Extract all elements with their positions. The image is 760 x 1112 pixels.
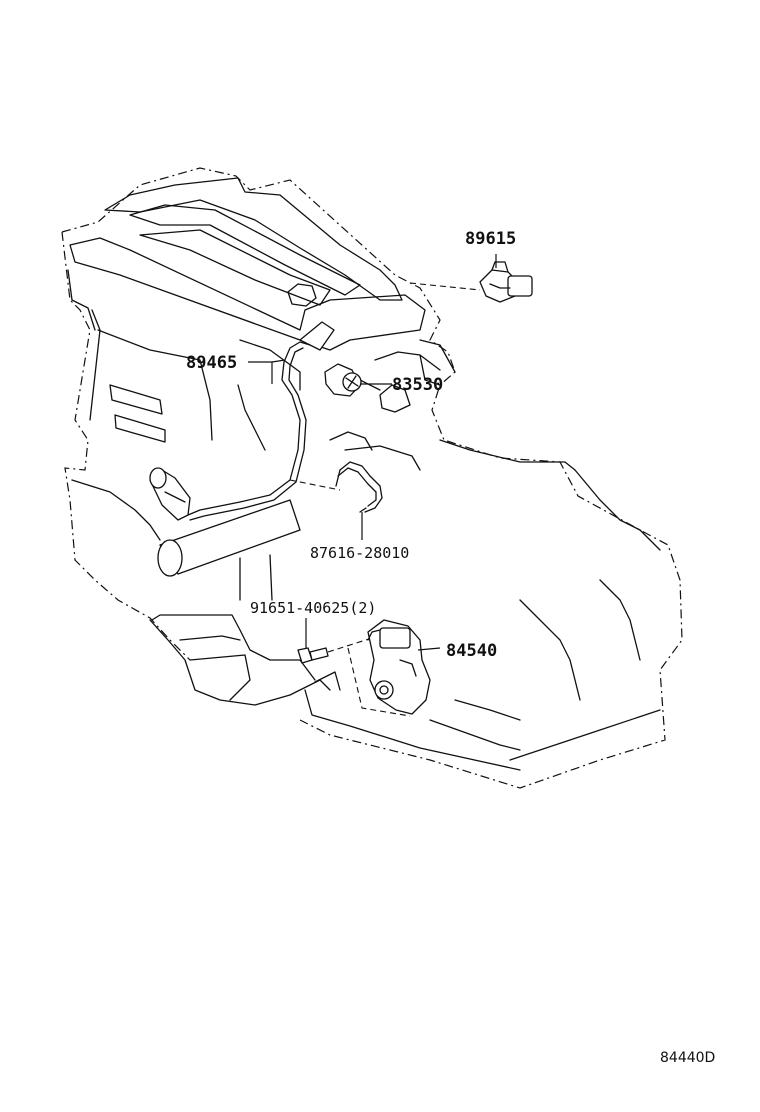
callout-91651-40625: 91651-40625(2) xyxy=(250,599,376,617)
temperature-switch-part xyxy=(324,363,362,397)
clamp-part xyxy=(289,461,383,513)
callout-83530: 83530 xyxy=(392,375,443,395)
callout-89615: 89615 xyxy=(465,229,516,249)
leader-lines xyxy=(248,254,497,651)
engine-outline xyxy=(61,167,683,789)
figure-code: 84440D xyxy=(660,1050,715,1066)
neutral-switch-part xyxy=(347,619,431,717)
callout-87616-28010: 87616-28010 xyxy=(310,544,409,562)
bolt-part xyxy=(297,637,373,664)
callout-89465: 89465 xyxy=(186,353,237,373)
callout-84540: 84540 xyxy=(446,641,497,661)
knock-sensor-part xyxy=(409,261,533,303)
oxygen-sensor-part xyxy=(149,321,335,521)
